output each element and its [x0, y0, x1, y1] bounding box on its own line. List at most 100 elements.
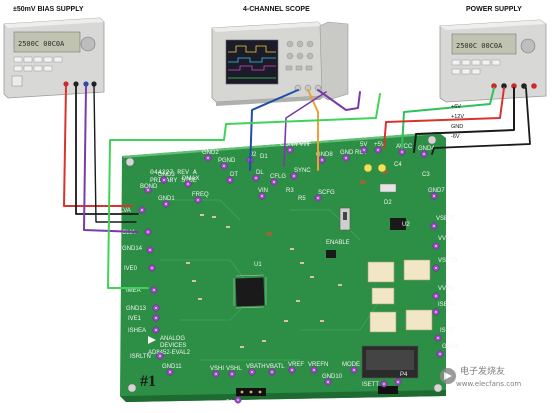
test-point-label: CFLG — [270, 174, 286, 180]
test-point-label: GND14 — [122, 246, 143, 252]
test-point-gnd1: GND1 — [158, 196, 175, 208]
test-point-clia: CLIA — [122, 228, 152, 236]
test-point-freq: FREQ — [192, 192, 209, 204]
power-supply-display — [451, 33, 517, 55]
test-point-vref: VREF — [288, 362, 304, 374]
test-point-label: J2 — [250, 152, 257, 158]
power-supply-terminals — [491, 83, 537, 89]
test-point-label: VSETB — [438, 258, 458, 264]
test-point-gnd2: GND2 — [202, 150, 219, 162]
test-point-label: GND2 — [202, 150, 219, 156]
test-point-label: VREF — [288, 362, 304, 368]
test-point-c4: C4 — [394, 162, 402, 168]
test-point-gnd13: GND13 — [126, 304, 160, 312]
test-point-label: FREQ — [192, 192, 209, 198]
test-point-label: GND13 — [126, 306, 147, 312]
test-point-label: GND7 — [428, 188, 445, 194]
test-point-imea: IMEA — [126, 286, 158, 294]
main-ic-u1 — [233, 274, 267, 309]
board-header-line2: PRIMARY SIDE — [150, 177, 197, 184]
bias-supply-label: ±50mV BIAS SUPPLY — [13, 6, 84, 13]
ic-u2 — [390, 218, 406, 230]
test-point-cflg: CFLG — [270, 174, 286, 186]
test-point-label: ISRLTN — [130, 354, 151, 360]
test-point-label: MODE — [342, 362, 360, 368]
test-point-label: GND3 — [158, 172, 175, 178]
test-point-p1: P1 — [226, 396, 242, 406]
test-point-label: SCFG — [318, 190, 335, 196]
test-point-label: ISET — [440, 328, 454, 334]
analog-devices-logo: ANALOG DEVICES AD8452-EVAL2 — [148, 336, 191, 356]
test-point-isett: ISETT — [362, 380, 388, 388]
test-point-label: IMEA — [126, 288, 141, 294]
test-point-dl: DL — [252, 170, 264, 182]
test-point-mode: MODE — [342, 362, 360, 374]
board-header-line1: 044227 REV A — [150, 169, 197, 176]
test-point-label: BOND — [140, 184, 158, 190]
test-point-gnd4: GND4 — [418, 146, 435, 158]
test-point-label: IVE1 — [128, 316, 142, 322]
test-point-clva: CLVA — [116, 206, 146, 214]
test-point-label: U1 — [254, 262, 262, 268]
test-point-label: +5V — [374, 142, 385, 148]
test-point-label: AVCC — [396, 144, 413, 150]
test-point-sync: SYNC — [290, 168, 311, 180]
test-point-d2: D2 — [384, 200, 392, 206]
bias-supply-display-text: 2500C 00C0A — [18, 40, 65, 48]
watermark: 电子发烧友 www.elecfans.com — [440, 365, 521, 388]
test-point-label: P4 — [400, 372, 408, 378]
rail-label-2: +12V — [451, 114, 464, 120]
test-point-scfg: SCFG — [314, 190, 335, 202]
test-point-gnd3: GND3 — [158, 172, 175, 184]
test-point-u2: U2 — [402, 222, 410, 228]
test-point-label: U2 — [402, 222, 410, 228]
header-p1 — [236, 388, 266, 396]
test-point-label: GND10 — [322, 374, 343, 380]
test-point-enable: ENABLE — [326, 240, 350, 246]
test-point-gnd-ret: GND RET — [340, 150, 367, 162]
test-point-label: VBATL — [266, 364, 285, 370]
test-point-label: ENABLE — [326, 240, 350, 246]
logo-line1: ANALOG — [160, 336, 185, 342]
test-point-label: GND4 — [418, 146, 435, 152]
test-point-label: D2 — [384, 200, 392, 206]
test-point-label: C3 — [422, 172, 430, 178]
test-point-pgnd: PGND — [218, 158, 236, 170]
scope-green-probe — [107, 93, 381, 289]
bias-supply-display — [13, 31, 81, 53]
test-point-label: ISETA — [438, 302, 455, 308]
test-point-vshl: VSHL — [226, 366, 242, 378]
test-point-gnd9: GND9 — [436, 344, 459, 358]
test-point-r3: R3 — [286, 188, 294, 194]
test-point-label: VSETI — [436, 216, 454, 222]
power-ground-wire — [431, 87, 531, 155]
test-point-label: DT — [230, 172, 238, 178]
test-point-label: 5V — [360, 142, 367, 148]
test-point-vvpd: VVPD — [432, 286, 455, 300]
test-point-label: ISETT — [362, 382, 379, 388]
test-point-p4: P4 — [394, 372, 408, 386]
bias-purple-wire — [83, 85, 139, 233]
test-point-label: CLVA — [116, 208, 131, 214]
test-point-label: ISHEA — [128, 328, 146, 334]
board-number-marking: #1 — [140, 373, 156, 390]
test-point-label: VBATH — [246, 364, 266, 370]
power-supply-display-text: 2500C 00C0A — [456, 42, 503, 50]
test-point-u1: U1 — [254, 262, 262, 268]
test-point-label: PGND — [218, 158, 236, 164]
test-point-ive1: IVE1 — [128, 314, 160, 322]
test-point-ive0: IVE0 — [124, 264, 156, 272]
bias-black-wire — [75, 85, 139, 215]
test-point-vin: VIN — [258, 188, 268, 200]
scope-purple-probe-2 — [283, 91, 327, 167]
test-point-vsetb: VSETB — [432, 258, 458, 272]
test-point-label: DL — [256, 170, 264, 176]
test-point-label: IVE0 — [124, 266, 138, 272]
test-point-label: VIN — [258, 188, 268, 194]
test-point-vbath: VBATH — [246, 364, 266, 376]
rail-label-3: GND — [451, 124, 463, 130]
test-point-label: GND1 — [158, 196, 175, 202]
test-point-gnd14: GND14 — [122, 246, 154, 254]
